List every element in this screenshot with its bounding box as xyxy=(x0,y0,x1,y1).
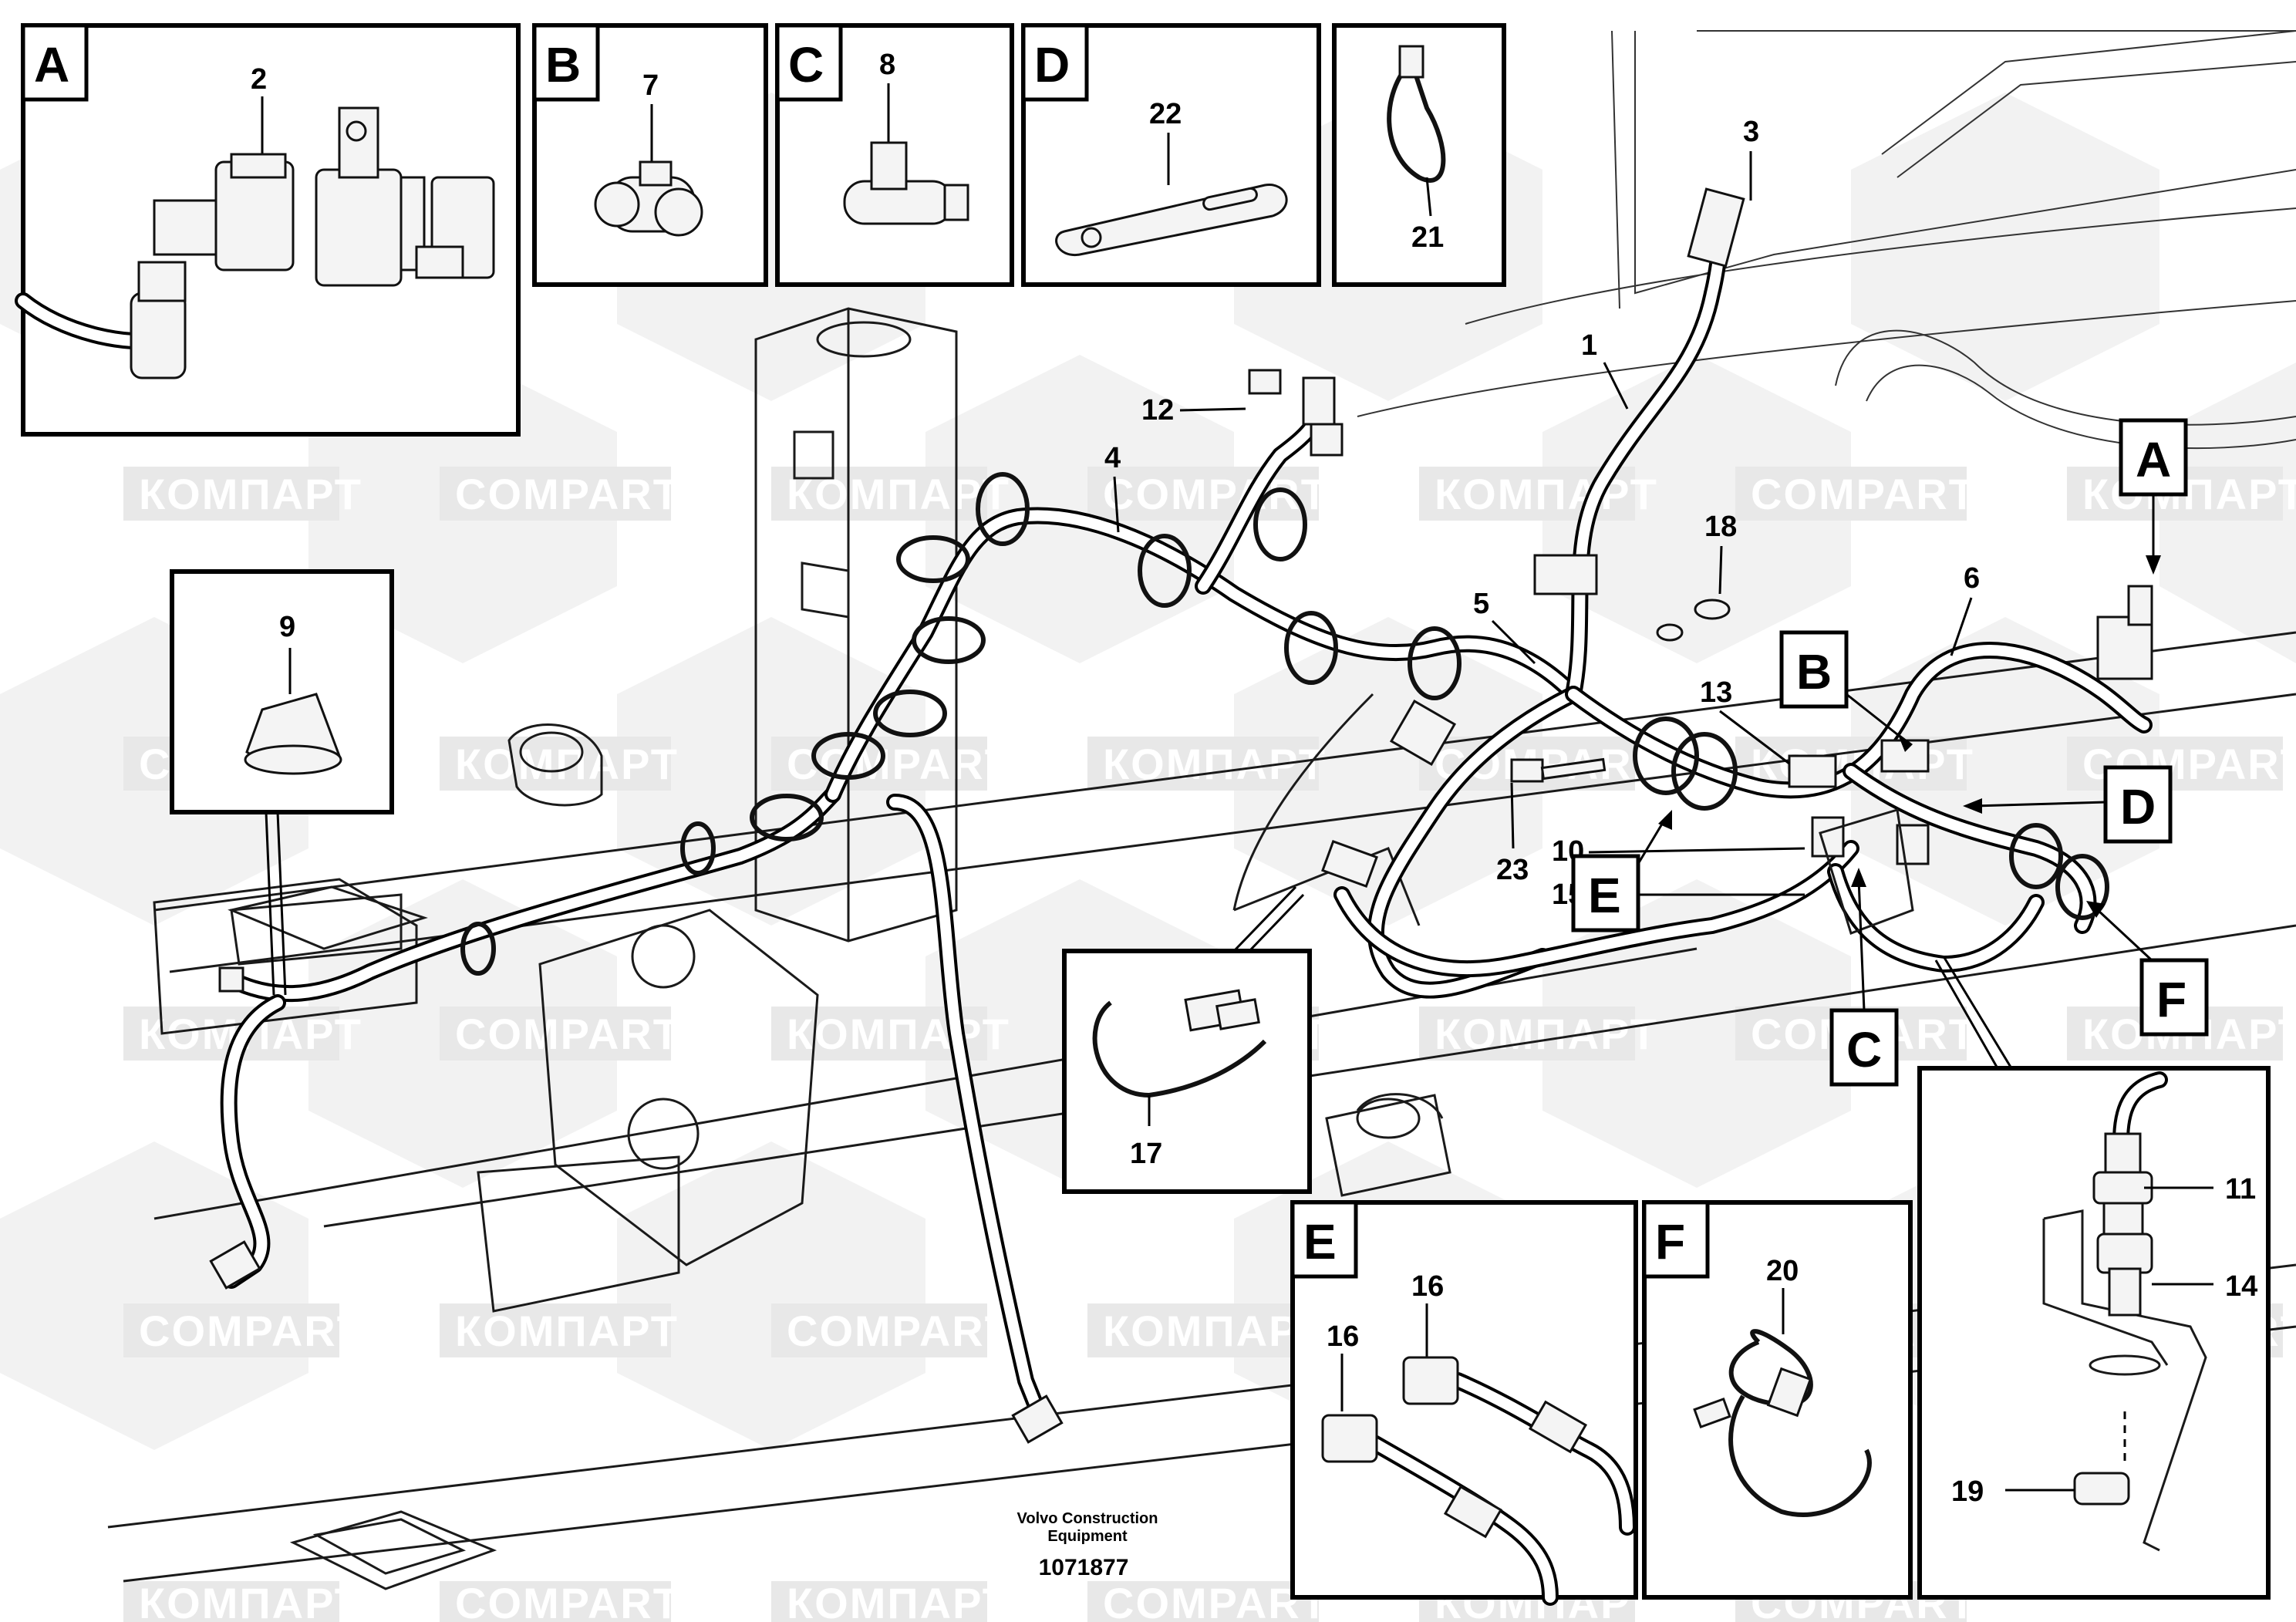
part-number: 8 xyxy=(879,49,895,81)
watermark-text: COMPART xyxy=(455,1010,681,1058)
callout-number: 1 xyxy=(1581,329,1597,362)
watermark-text: КОМПАРТ xyxy=(787,1010,1010,1058)
watermark-text: КОМПАРТ xyxy=(1103,1307,1327,1355)
part-number: 19 xyxy=(1951,1475,1984,1508)
inset-letter: F xyxy=(1655,1214,1685,1270)
inset-b: B 7 xyxy=(532,23,768,287)
watermark-text: COMPART xyxy=(1751,470,1977,518)
part-number: 22 xyxy=(1149,98,1182,130)
callout-number: 23 xyxy=(1496,854,1529,886)
watermark-text: COMPART xyxy=(1103,1579,1329,1622)
part-number: 17 xyxy=(1130,1138,1162,1170)
part-number: 16 xyxy=(1327,1320,1359,1353)
inset-f: F 20 xyxy=(1642,1200,1913,1600)
company-name-line1: Volvo Construction xyxy=(1017,1510,1158,1527)
watermark-text: COMPART xyxy=(455,1579,681,1622)
detail-tags: A B C D E F xyxy=(1571,418,2209,1087)
watermark-text: КОМПАРТ xyxy=(139,1579,362,1622)
inset-d: D 22 xyxy=(1021,23,1321,287)
watermark-text: КОМПАРТ xyxy=(139,470,362,518)
inset-letter: E xyxy=(1303,1214,1337,1270)
watermark-text: COMPART xyxy=(455,470,681,518)
detail-tag: B xyxy=(1796,644,1832,700)
watermark-text: КОМПАРТ xyxy=(455,1307,679,1355)
watermark-text: КОМПАРТ xyxy=(1103,740,1327,788)
part-number: 16 xyxy=(1411,1270,1444,1303)
callout-number: 13 xyxy=(1700,676,1732,709)
part-number: 20 xyxy=(1766,1255,1799,1287)
part-number: 9 xyxy=(279,611,295,643)
detail-tag: A xyxy=(2136,432,2171,487)
inset-clip-17: 17 xyxy=(1062,885,1312,1194)
inset-grommet-9: 9 xyxy=(170,569,394,996)
inset-sensor: 11 14 19 xyxy=(1917,956,2271,1600)
watermark-text: КОМПАРТ xyxy=(1435,1010,1658,1058)
inset-clip-21: 21 xyxy=(1332,23,1506,287)
drawing-number: 1071877 xyxy=(1039,1555,1129,1580)
callout-number: 5 xyxy=(1473,588,1489,620)
inset-e: E 16 16 xyxy=(1290,1200,1638,1606)
detail-tag: C xyxy=(1846,1022,1882,1077)
watermark-text: COMPART xyxy=(787,1307,1013,1355)
part-number: 2 xyxy=(251,63,267,96)
inset-letter: A xyxy=(34,37,69,93)
callout-number: 18 xyxy=(1704,511,1737,543)
watermark-text: COMPART xyxy=(787,740,1013,788)
inset-a: A 2 xyxy=(15,23,521,437)
part-number: 7 xyxy=(642,69,659,102)
detail-tag: E xyxy=(1588,868,1621,923)
watermark-layer: КОМПАРТ COMPART КОМПАРТ COMPART КОМПАРТ … xyxy=(0,93,2296,1622)
watermark-text: КОМПАРТ xyxy=(1435,470,1658,518)
watermark-text: КОМПАРТ xyxy=(787,1579,1010,1622)
inset-letter: D xyxy=(1034,37,1070,93)
detail-tag: F xyxy=(2156,972,2186,1027)
inset-letter: C xyxy=(788,37,824,93)
callout-number: 6 xyxy=(1964,562,1980,595)
company-name-line2: Equipment xyxy=(1047,1528,1128,1545)
inset-c: C 8 xyxy=(775,23,1014,287)
callout-number: 3 xyxy=(1743,116,1759,148)
part-number: 14 xyxy=(2225,1270,2257,1303)
main-callouts: 1 3 4 5 6 10 12 13 15 18 23 xyxy=(1104,116,1980,911)
drawing-footer: Volvo Construction Equipment 1071877 xyxy=(1017,1510,1158,1580)
callout-number: 4 xyxy=(1104,442,1121,474)
watermark-text: КОМПАРТ xyxy=(455,740,679,788)
watermark-text: КОМПАРТ xyxy=(2082,470,2296,518)
callout-number: 12 xyxy=(1141,394,1174,427)
wiring-harness xyxy=(209,187,2153,1444)
inset-letter: B xyxy=(545,37,581,93)
watermark-text: COMPART xyxy=(139,1307,365,1355)
detail-tag: D xyxy=(2120,779,2156,835)
part-number: 21 xyxy=(1411,221,1444,254)
part-number: 11 xyxy=(2225,1173,2256,1206)
